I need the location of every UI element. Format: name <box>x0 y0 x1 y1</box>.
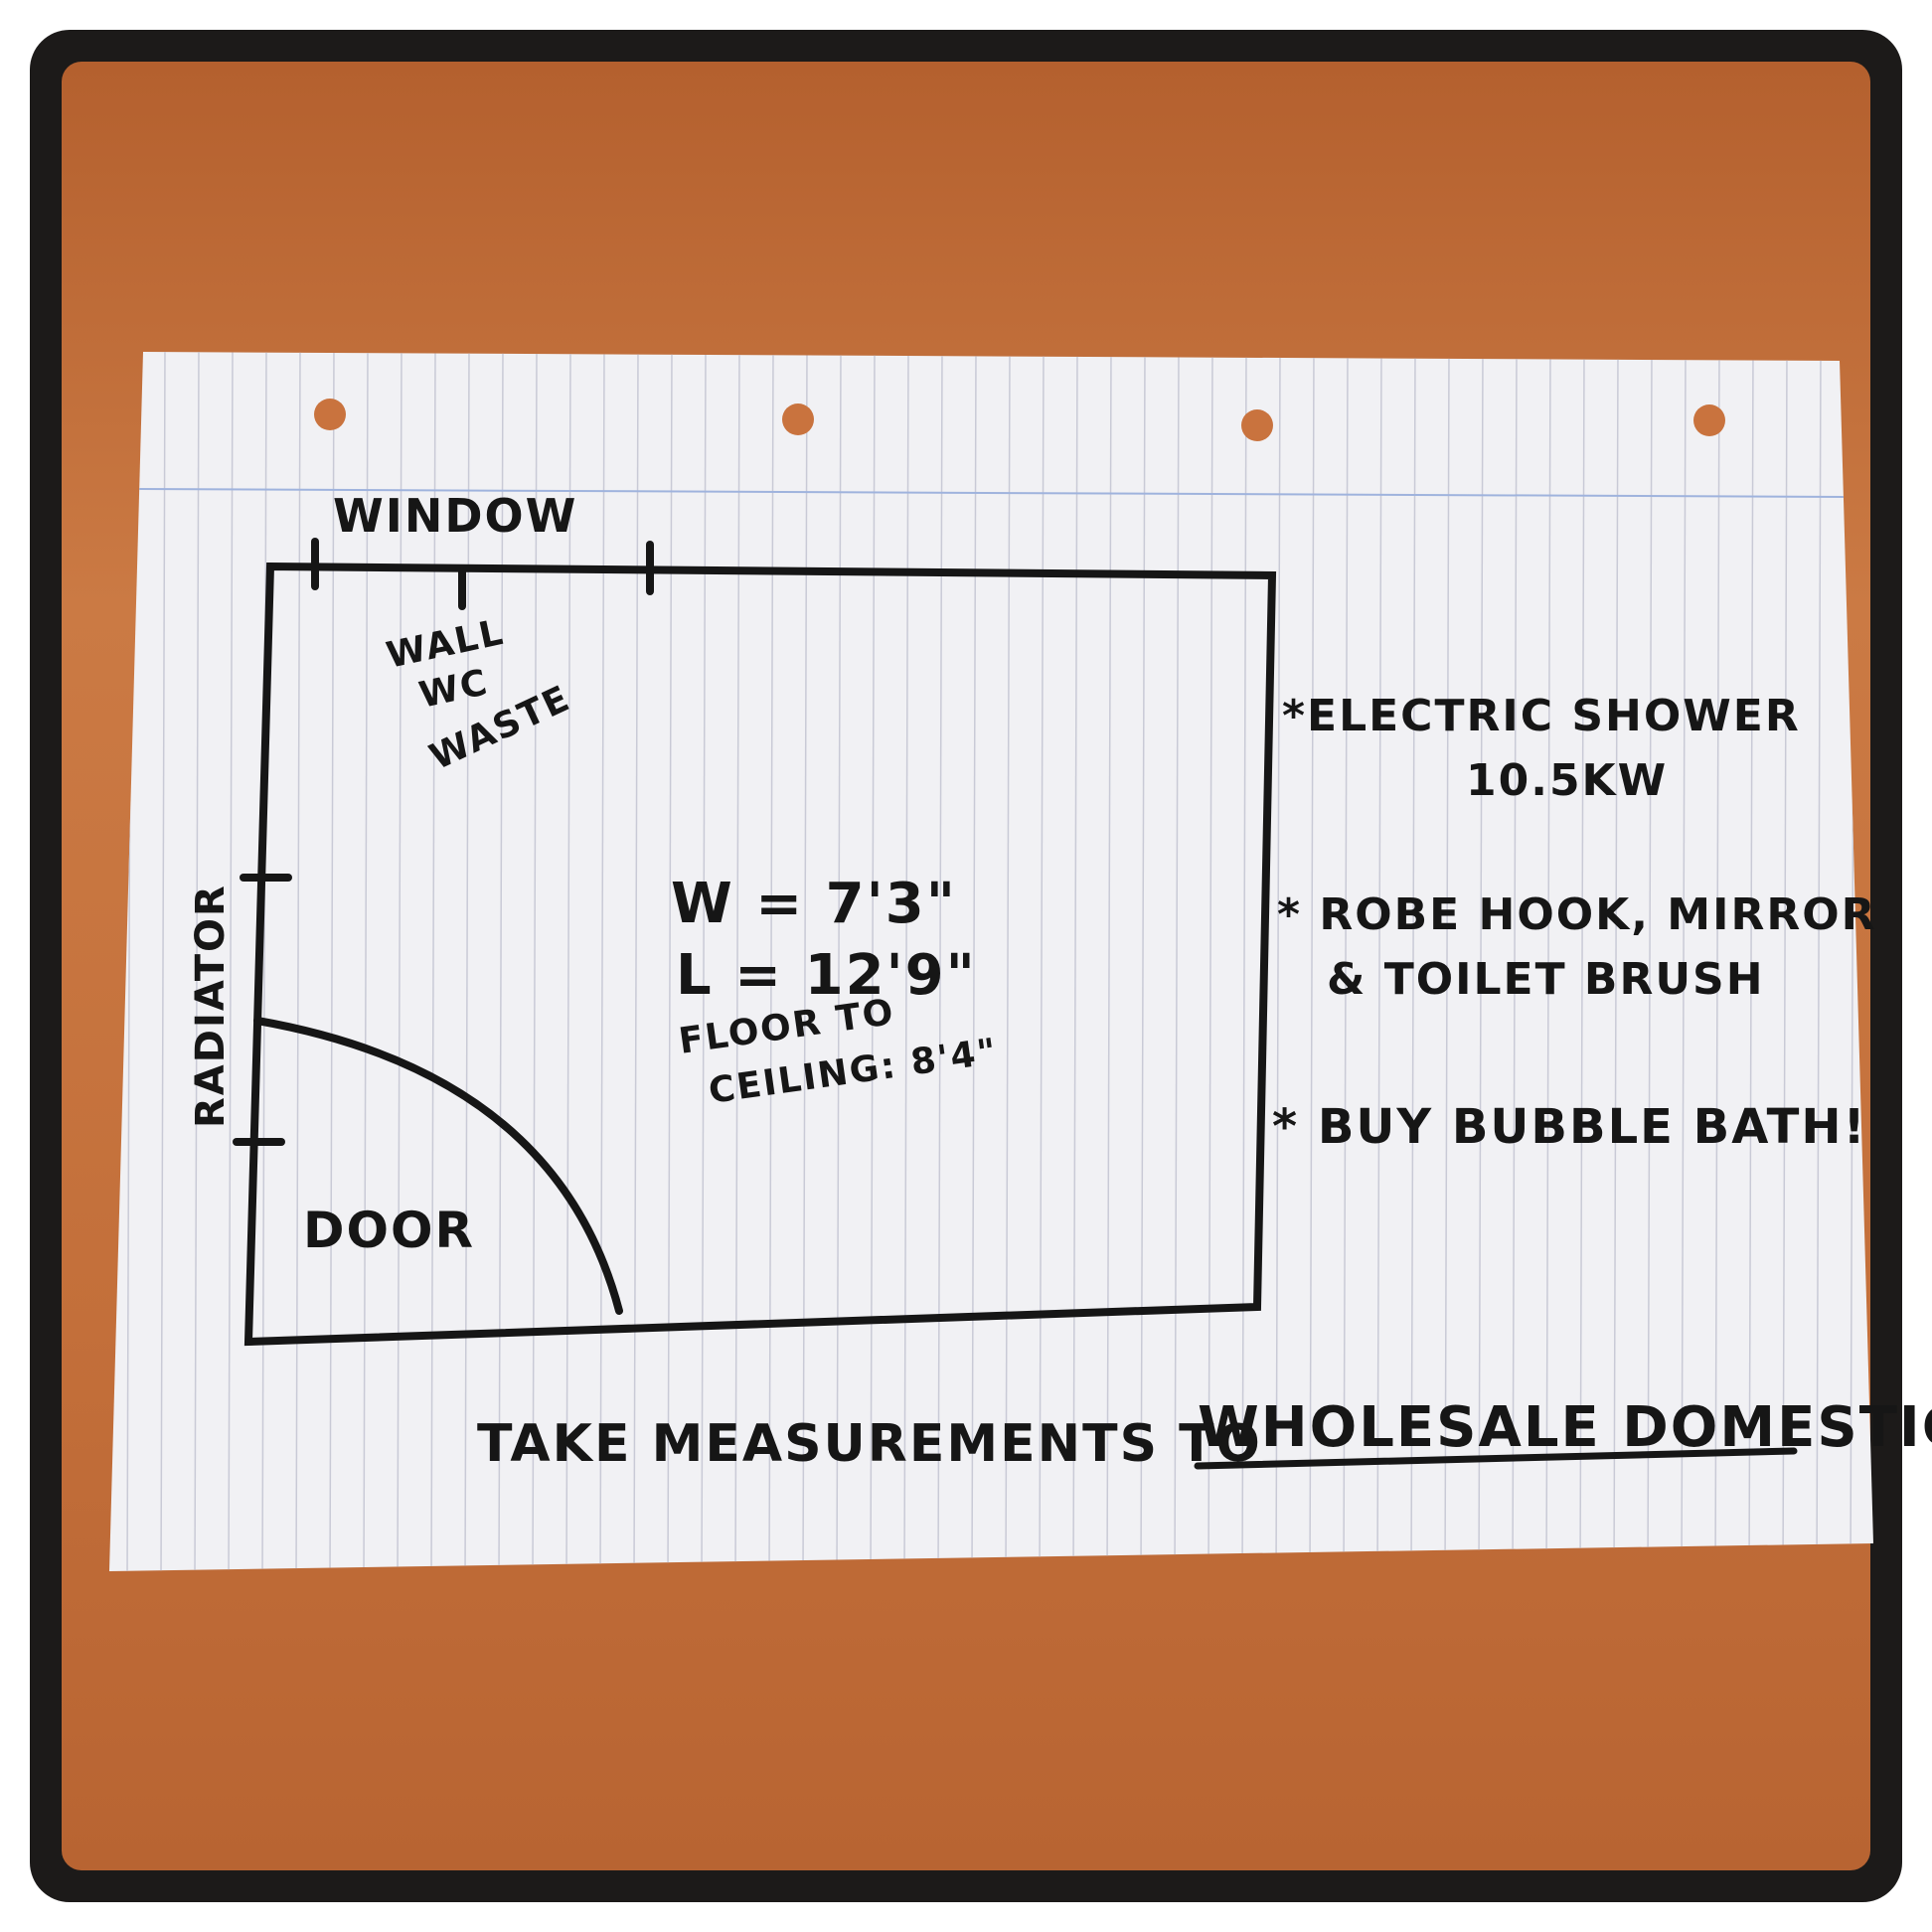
paper-rule-line <box>599 352 605 1571</box>
paper-rule-line <box>1343 352 1349 1571</box>
punch-hole <box>782 403 814 435</box>
footer-underline <box>1194 1447 1798 1470</box>
punch-hole <box>314 399 346 430</box>
paper-rule-line <box>1748 352 1754 1571</box>
radiator-label: RADIATOR <box>188 884 234 1128</box>
footer-text: TAKE MEASUREMENTS TO <box>477 1414 1262 1474</box>
window-label: WINDOW <box>333 489 577 543</box>
paper-rule-line <box>870 352 876 1571</box>
paper-rule-line <box>1039 352 1045 1571</box>
paper-rule-line <box>363 352 369 1571</box>
paper-rule-line <box>1072 352 1078 1571</box>
paper-rule-line <box>836 352 842 1571</box>
paper-rule-line <box>532 352 538 1571</box>
floor-plan <box>233 538 1277 1347</box>
paper-rule-line <box>1545 352 1551 1571</box>
paper-rule-line <box>1681 352 1687 1571</box>
lined-paper <box>109 352 1873 1571</box>
paper-rule-line <box>701 352 707 1571</box>
note-toilet-brush: & TOILET BRUSH <box>1327 954 1765 1005</box>
paper-rule-line <box>1376 352 1382 1571</box>
paper-rule-line <box>397 352 402 1571</box>
paper-rule-line <box>261 352 267 1571</box>
paper-rule-line <box>1410 352 1416 1571</box>
door-label: DOOR <box>303 1202 475 1259</box>
paper-rule-line <box>1140 352 1146 1571</box>
paper-rule-line <box>329 352 335 1571</box>
note-shower-power: 10.5KW <box>1466 755 1668 806</box>
paper-rule-line <box>1208 352 1213 1571</box>
paper-rule-line <box>903 352 909 1571</box>
paper-rule-line <box>802 352 808 1571</box>
paper-rule-line <box>228 352 234 1571</box>
paper-rule-line <box>1309 352 1315 1571</box>
paper-rule-line <box>1478 352 1484 1571</box>
paper-rule-line <box>1579 352 1585 1571</box>
paper-rule-line <box>430 352 436 1571</box>
paper-rule-line <box>1275 352 1281 1571</box>
paper-rule-line <box>565 352 571 1571</box>
paper-rule-line <box>194 352 200 1571</box>
room-outline <box>243 562 1277 1347</box>
note-bubble-bath: * BUY BUBBLE BATH! <box>1272 1099 1866 1155</box>
paper-rule-line <box>937 352 943 1571</box>
paper-rule-line <box>1106 352 1112 1571</box>
footer-emphasis: WHOLESALE DOMESTIC <box>1198 1395 1932 1460</box>
paper-rule-line <box>295 352 301 1571</box>
dimension-width: W = 7'3" <box>671 872 957 936</box>
paper-rule-line <box>1714 352 1720 1571</box>
paper-rule-line <box>633 352 639 1571</box>
paper-rule-line <box>1613 352 1619 1571</box>
paper-rule-line <box>734 352 740 1571</box>
note-robe-hook: * ROBE HOOK, MIRROR <box>1277 889 1877 940</box>
paper-rule-line <box>1647 352 1653 1571</box>
paper-rule-line <box>1512 352 1518 1571</box>
paper-rule-line <box>971 352 977 1571</box>
paper-rule-line <box>768 352 774 1571</box>
paper-rule-line <box>1444 352 1450 1571</box>
punch-hole <box>1241 409 1273 441</box>
dimension-length: L = 12'9" <box>676 943 977 1008</box>
paper-rule-line <box>1005 352 1011 1571</box>
paper-rule-line <box>160 352 166 1571</box>
note-shower: *ELECTRIC SHOWER <box>1282 691 1801 741</box>
paper-rule-line <box>498 352 504 1571</box>
paper-rule-line <box>464 352 470 1571</box>
paper-rule-line <box>1782 352 1788 1571</box>
paper-rule-line <box>1174 352 1180 1571</box>
paper-margin-line <box>138 488 1850 498</box>
paper-rule-line <box>1241 352 1247 1571</box>
door-swing-arc <box>253 1017 623 1315</box>
punch-hole <box>1693 404 1725 436</box>
paper-rule-line <box>667 352 673 1571</box>
paper-rule-line <box>1816 352 1822 1571</box>
